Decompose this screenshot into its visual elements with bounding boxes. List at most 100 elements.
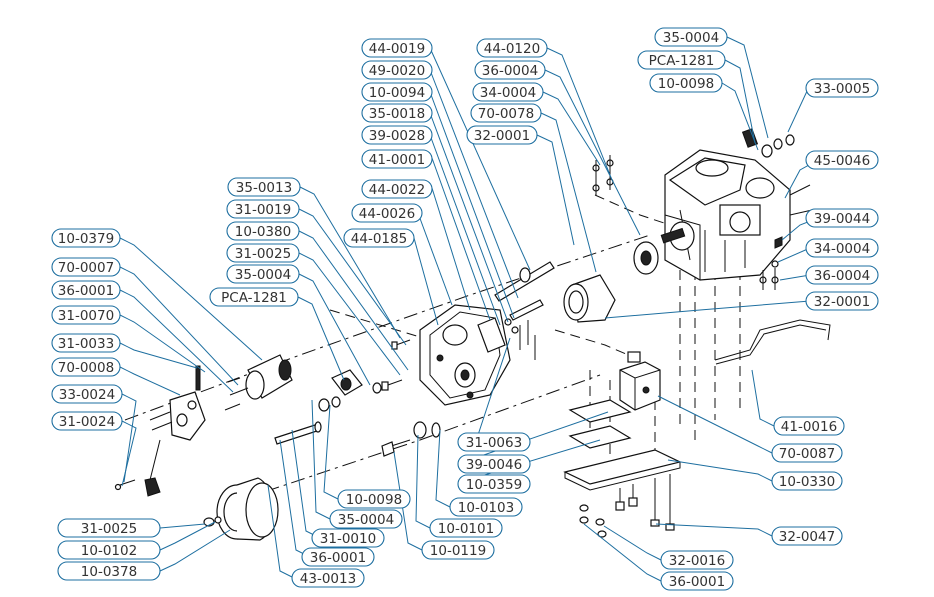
callout-c26: 10-0380 [226, 221, 300, 241]
callout-c50: 10-0098 [337, 489, 411, 509]
svg-text:35-0004: 35-0004 [663, 30, 719, 46]
svg-text:45-0046: 45-0046 [814, 153, 870, 169]
svg-text:35-0004: 35-0004 [338, 512, 394, 528]
drive-shaft [494, 261, 555, 321]
base-bolts [579, 474, 675, 538]
svg-text:49-0020: 49-0020 [369, 63, 425, 79]
svg-text:10-0379: 10-0379 [58, 231, 114, 247]
engine-hardware [592, 128, 795, 290]
callout-c03: 10-0098 [649, 73, 723, 93]
callout-c47: 10-0103 [449, 497, 523, 517]
svg-text:31-0025: 31-0025 [235, 246, 291, 262]
callout-c41: 32-0047 [771, 526, 843, 546]
svg-text:10-0359: 10-0359 [466, 477, 522, 493]
svg-text:32-0016: 32-0016 [669, 553, 725, 569]
callout-c32: 36-0001 [51, 280, 121, 300]
svg-text:39-0046: 39-0046 [466, 457, 522, 473]
parts-line-art [114, 128, 831, 541]
svg-text:31-0070: 31-0070 [58, 308, 114, 324]
callout-c20: 36-0004 [474, 60, 546, 80]
svg-text:10-0103: 10-0103 [458, 500, 514, 516]
callout-c34: 31-0033 [51, 333, 121, 353]
svg-text:36-0004: 36-0004 [814, 268, 870, 284]
callout-c43: 36-0001 [660, 571, 734, 591]
svg-text:32-0001: 32-0001 [814, 294, 870, 310]
callout-c35: 70-0008 [51, 357, 121, 377]
svg-text:36-0001: 36-0001 [310, 550, 366, 566]
svg-text:34-0004: 34-0004 [814, 241, 870, 257]
svg-text:36-0001: 36-0001 [58, 283, 114, 299]
svg-text:10-0101: 10-0101 [438, 521, 494, 537]
callout-c49: 10-0119 [421, 540, 495, 560]
svg-text:10-0378: 10-0378 [81, 564, 137, 580]
callout-c19: 44-0120 [476, 38, 548, 58]
callout-c06: 39-0044 [805, 208, 879, 228]
callout-c31: 70-0007 [51, 257, 121, 277]
callout-c16: 44-0022 [361, 179, 433, 199]
long-bolt [274, 421, 322, 445]
callout-c48: 10-0101 [429, 518, 503, 538]
pulley-wheel [203, 477, 279, 541]
callout-c46: 10-0359 [457, 474, 531, 494]
callout-c54: 43-0013 [291, 568, 365, 588]
svg-text:44-0022: 44-0022 [369, 182, 425, 198]
svg-text:35-0018: 35-0018 [369, 106, 425, 122]
callout-c27: 31-0025 [226, 243, 300, 263]
svg-text:10-0094: 10-0094 [369, 85, 425, 101]
callout-c38: 41-0016 [773, 416, 845, 436]
clutch-drum [563, 241, 659, 323]
svg-text:PCA-1281: PCA-1281 [649, 53, 715, 69]
svg-text:70-0007: 70-0007 [58, 260, 114, 276]
svg-text:10-0102: 10-0102 [81, 543, 137, 559]
svg-text:36-0001: 36-0001 [669, 574, 725, 590]
svg-text:44-0019: 44-0019 [369, 41, 425, 57]
svg-text:70-0078: 70-0078 [478, 106, 534, 122]
callout-c04: 33-0005 [805, 78, 879, 98]
callout-c40: 10-0330 [771, 471, 843, 491]
svg-text:34-0004: 34-0004 [480, 85, 536, 101]
part-number-callouts: 35-0004 PCA-1281 10-0098 33-0005 45-0046… [51, 27, 879, 591]
callout-c18: 44-0185 [343, 228, 415, 248]
callout-c44: 31-0063 [457, 432, 531, 452]
svg-text:31-0025: 31-0025 [81, 521, 137, 537]
callout-c37: 31-0024 [51, 411, 123, 431]
svg-text:35-0013: 35-0013 [236, 180, 292, 196]
callout-c07: 34-0004 [805, 238, 879, 258]
callout-c11: 49-0020 [361, 60, 433, 80]
svg-text:10-0380: 10-0380 [235, 224, 291, 240]
svg-text:10-0098: 10-0098 [658, 76, 714, 92]
svg-text:32-0047: 32-0047 [779, 529, 835, 545]
callout-c13: 35-0018 [361, 103, 433, 123]
callout-c33: 31-0070 [51, 305, 121, 325]
bearing-parts [318, 369, 441, 439]
callout-c14: 39-0028 [361, 125, 433, 145]
callout-c56: 10-0102 [57, 540, 161, 560]
callout-c36: 33-0024 [51, 384, 123, 404]
callout-c25: 31-0019 [226, 199, 300, 219]
callout-c01: 35-0004 [654, 27, 728, 47]
callout-c15: 41-0001 [361, 149, 433, 169]
svg-text:31-0024: 31-0024 [59, 414, 115, 430]
callout-c08: 36-0004 [805, 265, 879, 285]
svg-text:44-0185: 44-0185 [351, 231, 407, 247]
callout-c10: 44-0019 [361, 38, 433, 58]
callout-c23: 32-0001 [466, 125, 538, 145]
callout-c28: 35-0004 [226, 264, 300, 284]
svg-text:31-0010: 31-0010 [320, 531, 376, 547]
svg-text:41-0016: 41-0016 [781, 419, 837, 435]
engine [660, 149, 813, 281]
svg-text:10-0330: 10-0330 [779, 474, 835, 490]
svg-text:10-0098: 10-0098 [346, 492, 402, 508]
callout-c29: PCA-1281 [209, 287, 299, 307]
callout-c52: 31-0010 [311, 528, 385, 548]
callout-c12: 10-0094 [361, 82, 433, 102]
svg-text:44-0120: 44-0120 [484, 41, 540, 57]
callout-c55: 31-0025 [57, 518, 161, 538]
callout-c39: 70-0087 [771, 443, 843, 463]
callout-c24: 35-0013 [227, 177, 301, 197]
svg-text:31-0019: 31-0019 [235, 202, 291, 218]
callout-c53: 36-0001 [301, 547, 375, 567]
callout-c21: 34-0004 [472, 82, 544, 102]
svg-text:PCA-1281: PCA-1281 [221, 290, 287, 306]
